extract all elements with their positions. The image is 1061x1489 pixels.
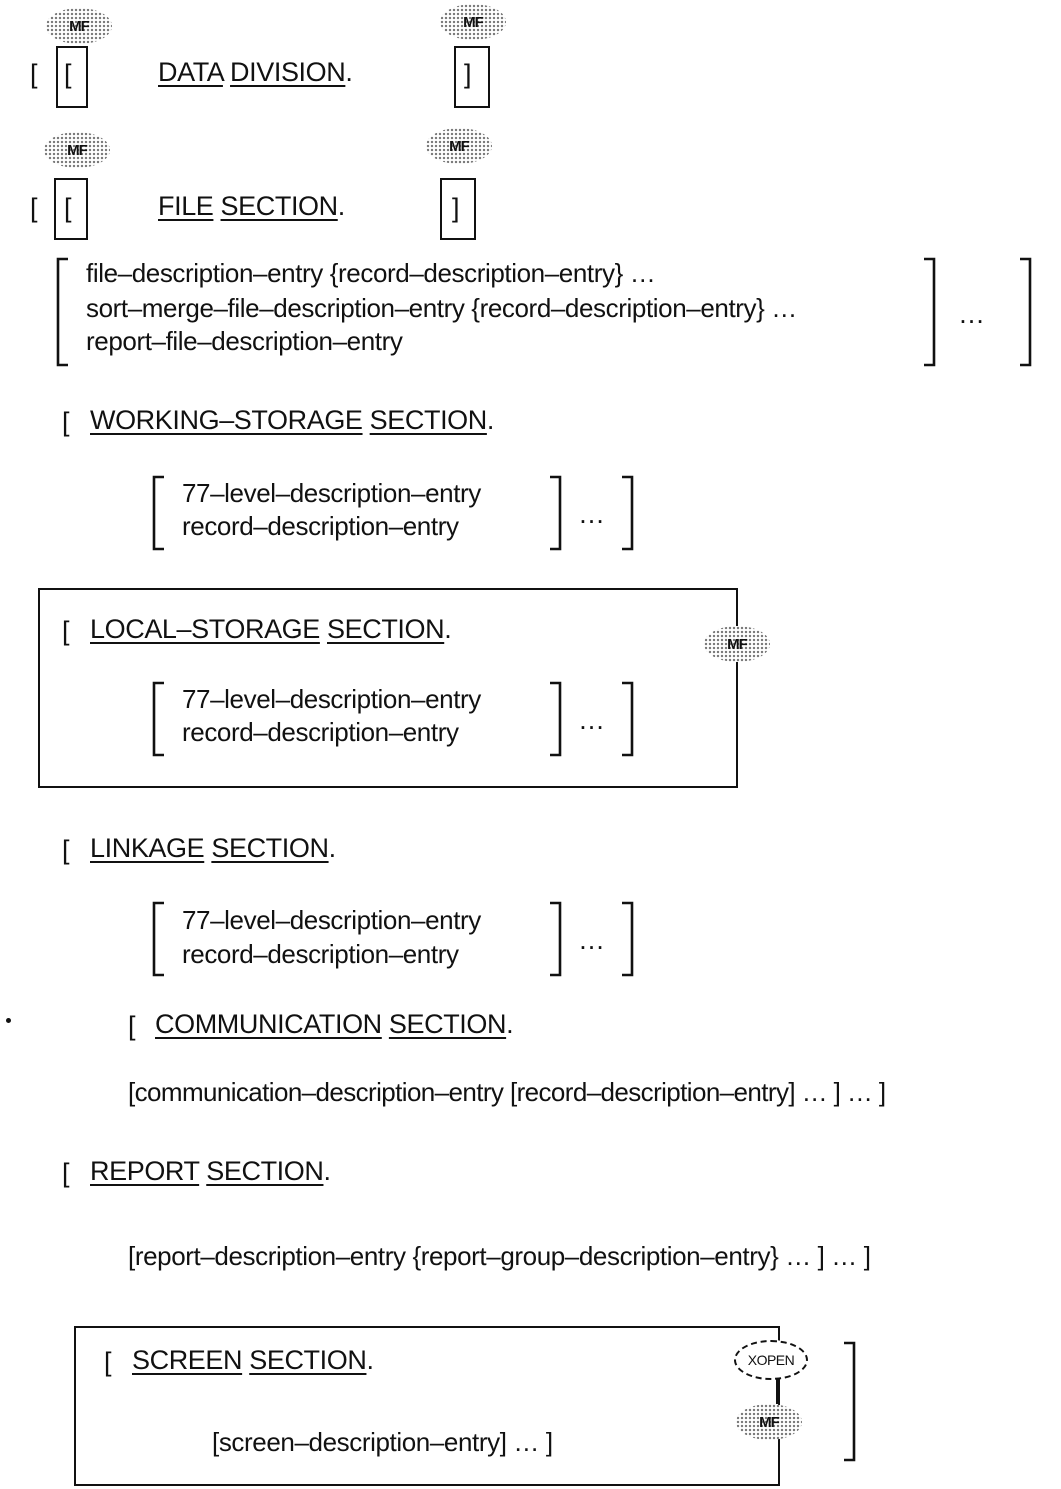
choice-open-bracket xyxy=(152,901,164,977)
keyword-local-storage: LOCAL–STORAGE xyxy=(90,614,320,644)
linkage-header: LINKAGE SECTION. xyxy=(90,832,336,864)
communication-entry-line: [communication–description–entry [record… xyxy=(128,1077,886,1107)
repeat-ellipsis: … xyxy=(578,705,605,735)
level-77-entry: 77–level–description–entry xyxy=(182,684,481,714)
repeat-ellipsis: … xyxy=(578,925,605,955)
optional-close-bracket xyxy=(622,901,634,977)
open-bracket: [ xyxy=(30,193,38,223)
period: . xyxy=(337,191,346,221)
keyword-communication: COMMUNICATION xyxy=(155,1009,382,1039)
choice-open-bracket xyxy=(152,681,164,757)
keyword-section: SECTION xyxy=(220,191,339,221)
keyword-section: SECTION xyxy=(388,1009,507,1039)
open-bracket: [ xyxy=(62,835,70,865)
choice-close-bracket xyxy=(550,681,562,757)
period: . xyxy=(444,614,452,644)
mf-close-bracket-box xyxy=(454,46,490,108)
keyword-working-storage: WORKING–STORAGE xyxy=(90,405,363,435)
level-77-entry: 77–level–description–entry xyxy=(182,905,481,935)
sort-merge-entry-line: sort–merge–file–description–entry {recor… xyxy=(86,293,797,323)
mf-close-bracket-box xyxy=(440,178,476,240)
keyword-report: REPORT xyxy=(90,1156,200,1186)
repeat-ellipsis: … xyxy=(578,499,605,529)
choice-open-bracket xyxy=(152,475,164,551)
choice-close-bracket xyxy=(924,257,936,367)
keyword-division: DIVISION xyxy=(230,57,346,87)
open-bracket: [ xyxy=(30,59,38,89)
communication-header: COMMUNICATION SECTION. xyxy=(155,1008,514,1040)
mf-marker-badge: MF xyxy=(704,626,770,662)
mf-marker-badge: MF xyxy=(736,1404,802,1440)
choice-close-bracket xyxy=(550,901,562,977)
period: . xyxy=(323,1156,331,1186)
open-bracket: [ xyxy=(62,616,70,646)
report-entry-line: [report–description–entry {report–group–… xyxy=(128,1241,871,1271)
period: . xyxy=(486,405,495,435)
xopen-marker-badge: XOPEN xyxy=(734,1340,808,1380)
open-bracket: [ xyxy=(104,1347,112,1377)
choice-open-bracket xyxy=(56,257,68,367)
local-storage-header: LOCAL–STORAGE SECTION. xyxy=(90,613,452,645)
data-division-header: DATA DIVISION. xyxy=(158,56,353,88)
open-bracket: [ xyxy=(64,193,72,223)
repeat-ellipsis: … xyxy=(958,299,985,329)
file-description-entry-line: file–description–entry {record–descripti… xyxy=(86,258,656,288)
level-77-entry: 77–level–description–entry xyxy=(182,478,481,508)
record-description-entry: record–description–entry xyxy=(182,939,459,969)
close-bracket: ] xyxy=(452,193,460,223)
open-bracket: [ xyxy=(62,1158,70,1188)
report-header: REPORT SECTION. xyxy=(90,1155,331,1187)
optional-close-bracket xyxy=(1020,257,1032,367)
period: . xyxy=(506,1009,514,1039)
mf-marker-badge: MF xyxy=(44,132,110,168)
keyword-data: DATA xyxy=(158,57,223,87)
keyword-screen: SCREEN xyxy=(132,1345,243,1375)
keyword-section: SECTION xyxy=(249,1345,367,1375)
keyword-section: SECTION xyxy=(327,614,445,644)
optional-close-bracket xyxy=(622,475,634,551)
mf-marker-badge: MF xyxy=(426,128,492,164)
mf-open-bracket-box xyxy=(54,178,88,240)
period: . xyxy=(366,1345,374,1375)
choice-close-bracket xyxy=(550,475,562,551)
file-section-header: FILE SECTION. xyxy=(158,190,345,222)
screen-entry-line: [screen–description–entry] … ] xyxy=(212,1427,553,1457)
optional-close-bracket xyxy=(622,681,634,757)
keyword-section: SECTION xyxy=(369,405,488,435)
mf-marker-badge: MF xyxy=(440,4,506,40)
working-storage-header: WORKING–STORAGE SECTION. xyxy=(90,404,494,436)
mf-open-bracket-box xyxy=(56,46,88,108)
open-bracket: [ xyxy=(128,1011,136,1041)
mf-marker-badge: MF xyxy=(46,8,112,44)
keyword-section: SECTION xyxy=(206,1156,324,1186)
period: . xyxy=(328,833,337,863)
period: . xyxy=(345,57,353,87)
keyword-section: SECTION xyxy=(211,833,329,863)
record-description-entry: record–description–entry xyxy=(182,717,459,747)
report-file-entry-line: report–file–description–entry xyxy=(86,326,403,356)
screen-header: SCREEN SECTION. xyxy=(132,1344,374,1376)
obsolete-bullet xyxy=(6,1018,11,1023)
keyword-file: FILE xyxy=(158,191,214,221)
keyword-linkage: LINKAGE xyxy=(90,833,205,863)
optional-close-bracket xyxy=(844,1341,856,1462)
open-bracket: [ xyxy=(64,59,72,89)
close-bracket: ] xyxy=(464,59,472,89)
record-description-entry: record–description–entry xyxy=(182,511,459,541)
local-storage-mf-box xyxy=(38,588,738,788)
marker-connector xyxy=(776,1378,778,1404)
open-bracket: [ xyxy=(62,407,70,437)
